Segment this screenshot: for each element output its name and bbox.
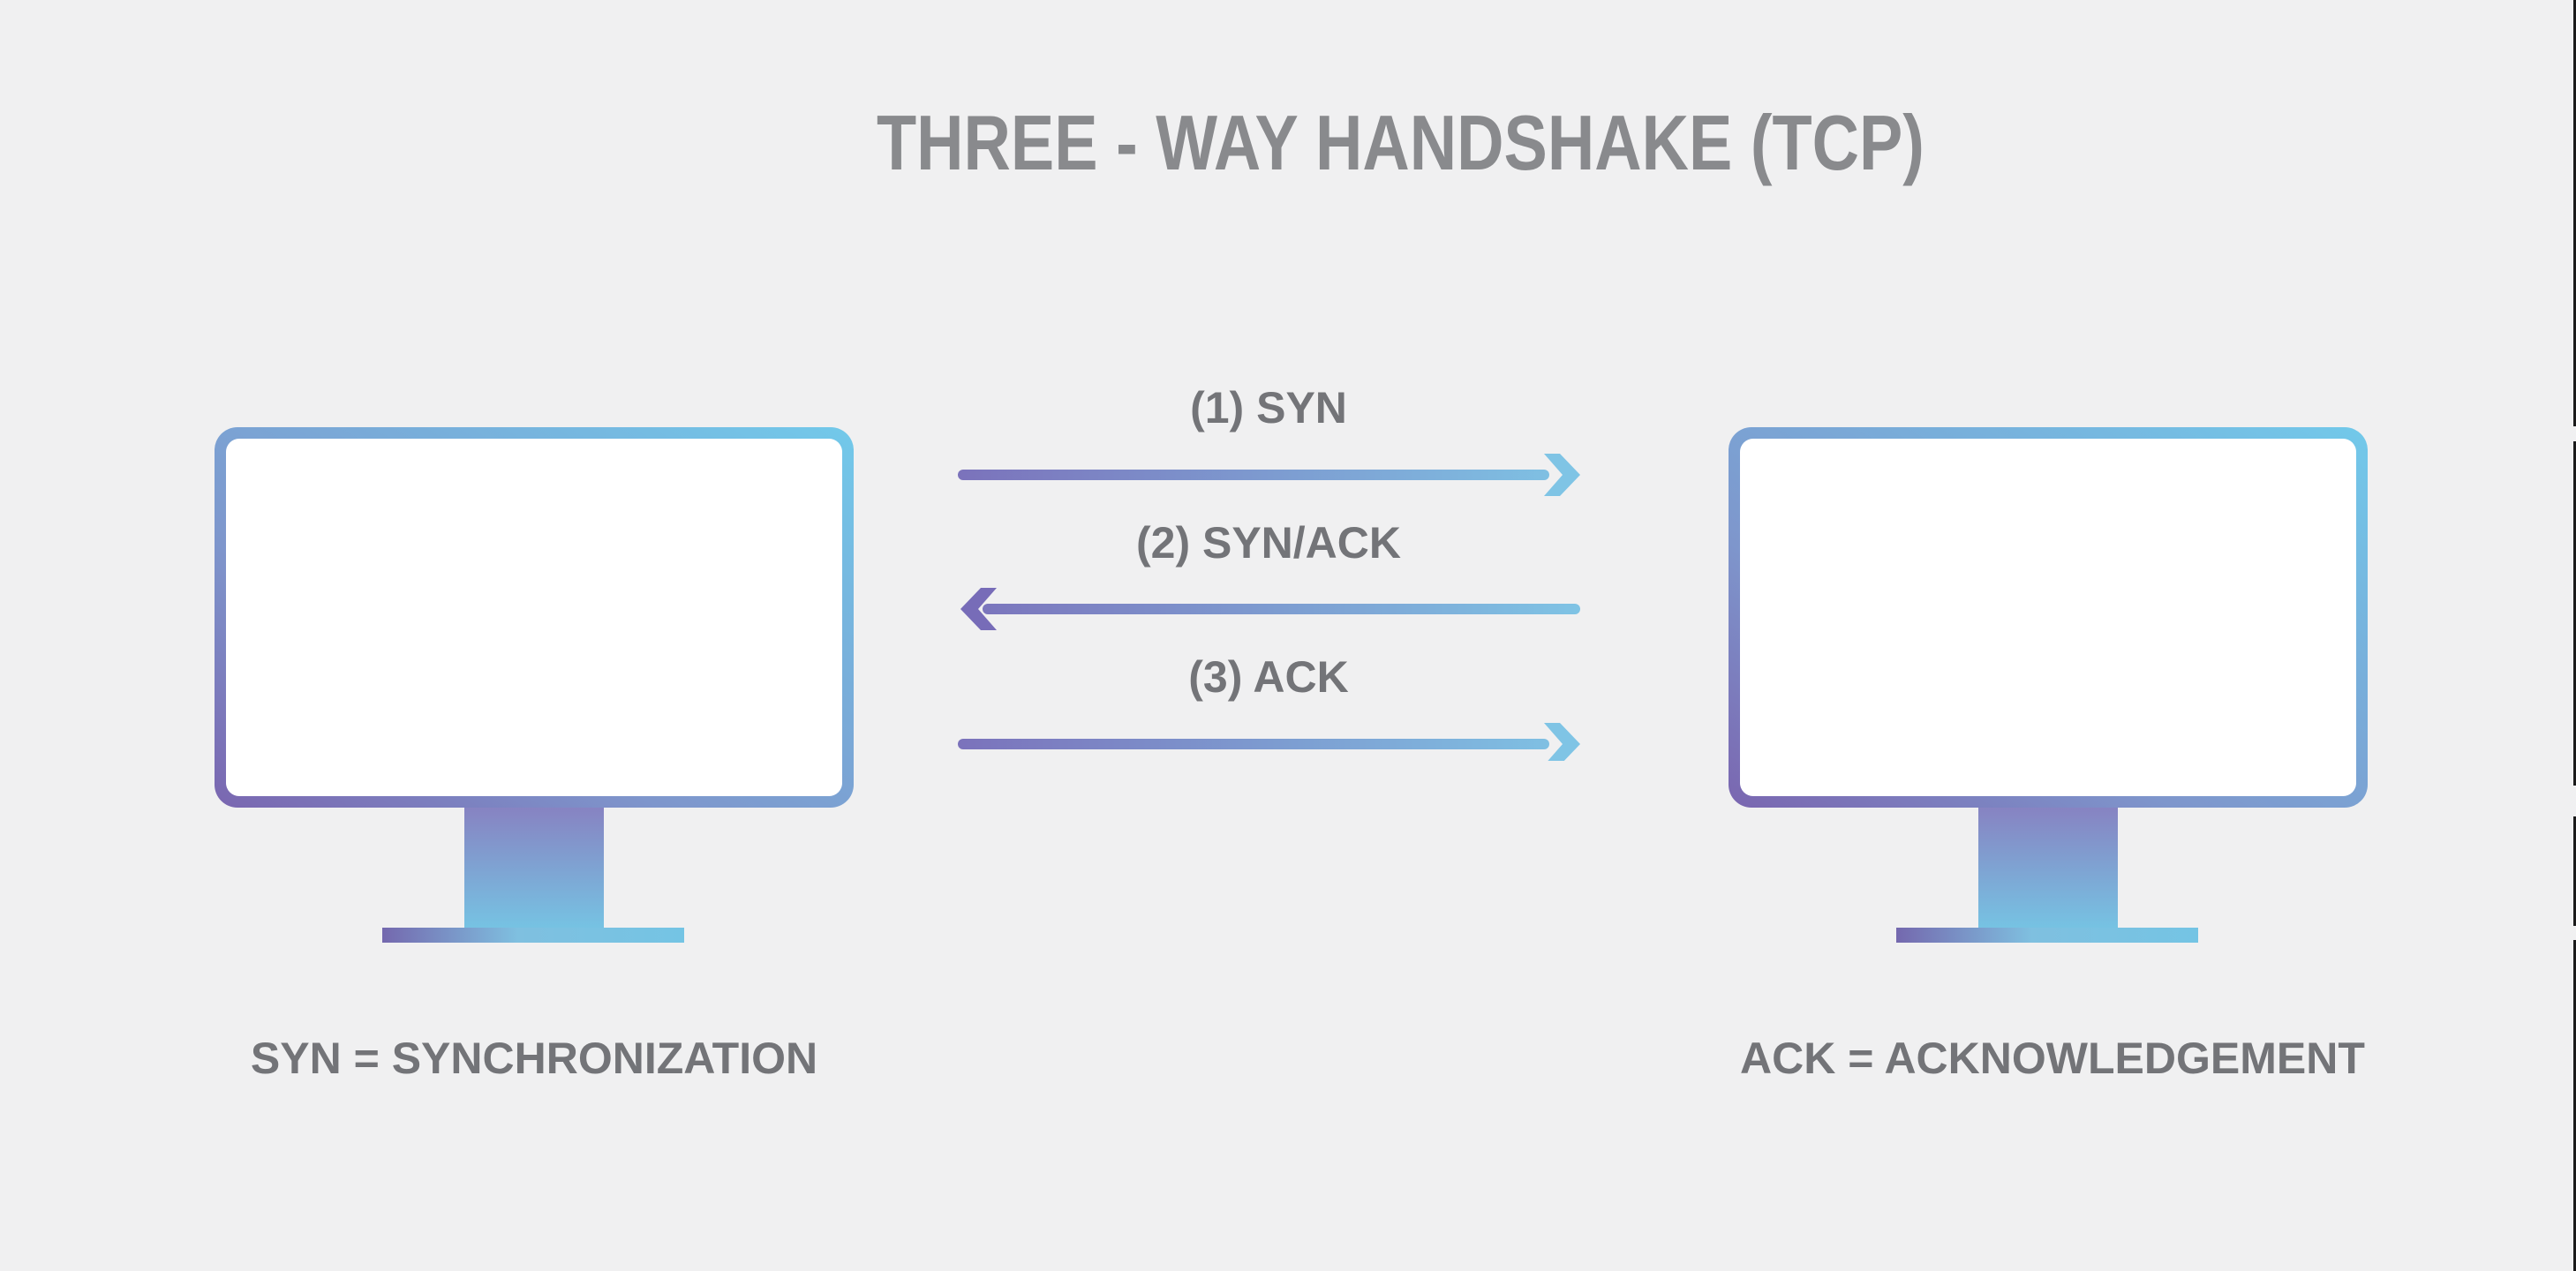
client-monitor xyxy=(215,427,854,808)
diagram-title: THREE - WAY HANDSHAKE (TCP) xyxy=(877,99,1924,186)
server-monitor xyxy=(1729,427,2368,808)
handshake-arrows xyxy=(958,454,1580,761)
monitor-icon xyxy=(1729,427,2368,808)
monitor-screen xyxy=(226,439,842,796)
edge-artifact-line xyxy=(2573,441,2576,786)
arrow-right-icon xyxy=(958,454,1580,496)
monitor-screen xyxy=(1740,439,2356,796)
monitor-stand-base xyxy=(1896,928,2198,943)
monitor-icon xyxy=(215,427,854,808)
monitor-stand-neck xyxy=(464,808,604,929)
message-label-synack: (2) SYN/ACK xyxy=(1135,518,1402,568)
edge-artifact-line xyxy=(2573,940,2576,1271)
message-label-ack: (3) ACK xyxy=(1188,652,1349,702)
edge-artifact-line xyxy=(2573,816,2576,926)
legend-ack: ACK = ACKNOWLEDGEMENT xyxy=(1740,1034,2365,1083)
message-label-syn: (1) SYN xyxy=(1190,383,1347,432)
monitor-stand-base xyxy=(382,928,684,943)
legend-syn: SYN = SYNCHRONIZATION xyxy=(250,1034,818,1083)
edge-artifact-line xyxy=(2573,0,2576,426)
arrow-right-icon xyxy=(958,723,1580,761)
arrow-left-icon xyxy=(960,588,1580,630)
monitor-stand-neck xyxy=(1978,808,2118,929)
